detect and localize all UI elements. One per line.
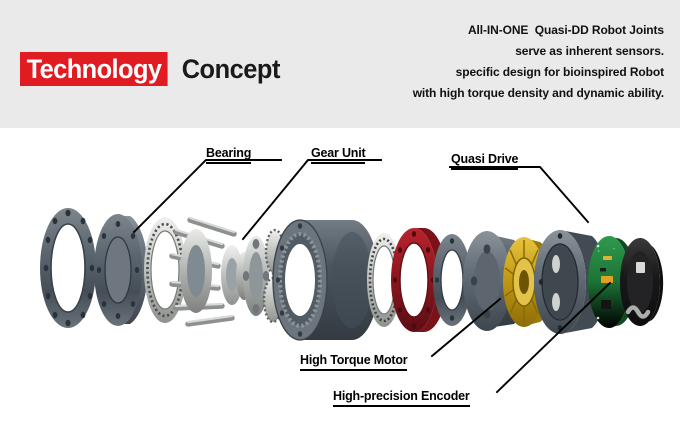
- component-output-flange: [40, 208, 96, 328]
- callout-high-torque-motor[interactable]: High Torque Motor: [300, 353, 408, 371]
- component-rear-end-cap: [620, 238, 664, 326]
- page-title-highlight: Technology: [20, 52, 168, 86]
- header-band: Technology Concept All-IN-ONE Quasi-DD R…: [0, 0, 680, 128]
- page-title: Technology Concept: [20, 52, 286, 86]
- svg-text:L: L: [598, 249, 600, 253]
- component-pin-carrier: [169, 216, 252, 327]
- component-main-bearing: [367, 233, 401, 327]
- callout-gear-unit[interactable]: Gear Unit: [311, 146, 366, 164]
- callout-gear-unit-label: Gear Unit: [311, 146, 366, 160]
- page-title-rest: Concept: [181, 54, 280, 84]
- callout-high-precision-encoder-label: High-precision Encoder: [333, 389, 470, 403]
- callout-high-torque-motor-label: High Torque Motor: [300, 353, 408, 367]
- component-mounting-flange: [94, 214, 148, 326]
- tagline-line-3: specific design for bioinspired Robot: [455, 65, 664, 79]
- callout-quasi-drive-label: Quasi Drive: [451, 152, 519, 166]
- callout-quasi-drive[interactable]: Quasi Drive: [451, 152, 518, 170]
- tagline-line-4: with high torque density and dynamic abi…: [412, 86, 664, 100]
- callout-bearing-label: Bearing: [206, 146, 252, 160]
- component-ring-gear-housing: [272, 219, 379, 341]
- tagline-line-1: All-IN-ONE Quasi-DD Robot Joints: [467, 23, 664, 37]
- callout-high-precision-encoder[interactable]: High-precision Encoder: [333, 389, 470, 407]
- svg-text:+: +: [613, 247, 615, 251]
- tagline-line-2: serve as inherent sensors.: [515, 44, 664, 58]
- callout-bearing[interactable]: Bearing: [206, 146, 251, 164]
- tagline-block: All-IN-ONE Quasi-DD Robot Joints serve a…: [234, 20, 664, 104]
